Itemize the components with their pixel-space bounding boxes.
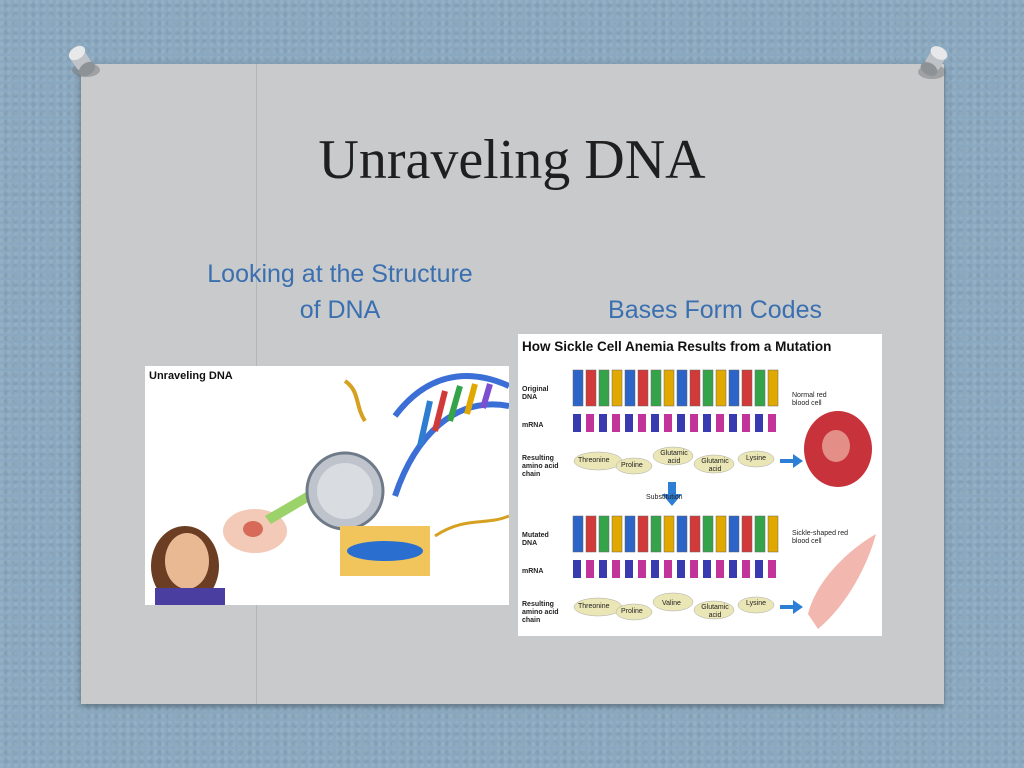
sickle-cell-label: Sickle-shaped red blood cell — [792, 530, 849, 545]
label-mrna: mRNA — [522, 422, 544, 429]
amino-acid: Lysine — [746, 455, 766, 462]
right-image-title: How Sickle Cell Anemia Results from a Mu… — [522, 339, 832, 354]
right-caption: Bases Form Codes — [608, 296, 822, 324]
slide-title: Unraveling DNA — [318, 129, 706, 191]
left-image-title: Unraveling DNA — [149, 370, 233, 382]
label-mrna-2: mRNA — [522, 568, 544, 575]
pushpin-icon — [918, 46, 948, 79]
dna-structure-image: Unraveling DNA — [145, 366, 509, 605]
left-caption: Looking at the Structure of DNA — [180, 256, 500, 328]
pushpin-icon — [68, 45, 100, 77]
amino-acid: Glutamic acid — [701, 458, 729, 473]
amino-acid: Glutamic acid — [701, 604, 729, 619]
label-resulting-chain-2: Resulting amino acid chain — [522, 601, 559, 624]
amino-acid: Threonine — [578, 603, 610, 610]
amino-acid: Lysine — [746, 600, 766, 607]
label-original-dna: Original DNA — [522, 386, 549, 401]
label-mutated-dna: Mutated DNA — [522, 532, 549, 547]
amino-acid: Valine — [662, 600, 681, 607]
label-resulting-chain: Resulting amino acid chain — [522, 455, 559, 478]
left-caption-line1: Looking at the Structure — [207, 260, 473, 288]
amino-acid: Proline — [621, 462, 643, 469]
amino-acid: Threonine — [578, 457, 610, 464]
left-caption-line2: of DNA — [299, 296, 381, 324]
substitution-label: Substitution — [646, 494, 683, 501]
amino-acid: Glutamic acid — [660, 450, 688, 465]
normal-cell-label: Normal red blood cell — [792, 392, 827, 407]
sickle-cell-diagram-image: How Sickle Cell Anemia Results from a Mu… — [518, 334, 882, 636]
amino-acid: Proline — [621, 608, 643, 615]
